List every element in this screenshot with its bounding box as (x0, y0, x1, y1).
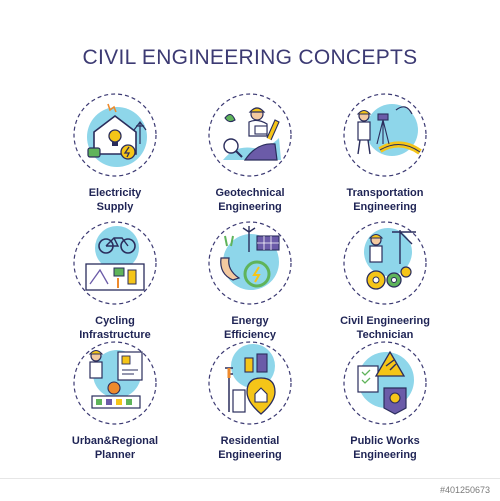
electricity-supply-icon (73, 93, 157, 177)
residential-engineering-icon (208, 341, 292, 425)
geotechnical-engineering-icon (208, 93, 292, 177)
urban-regional-planner-icon (73, 341, 157, 425)
energy-efficiency-icon (208, 221, 292, 305)
stock-footer-strip (0, 478, 500, 501)
cycling-infrastructure-icon (73, 221, 157, 305)
civil-engineering-technician-icon (343, 221, 427, 305)
stock-image-id: #401250673 (439, 485, 490, 495)
public-works-engineering-icon (343, 341, 427, 425)
page-title: CIVIL ENGINEERING CONCEPTS (82, 46, 418, 69)
transportation-engineering-icon (343, 93, 427, 177)
